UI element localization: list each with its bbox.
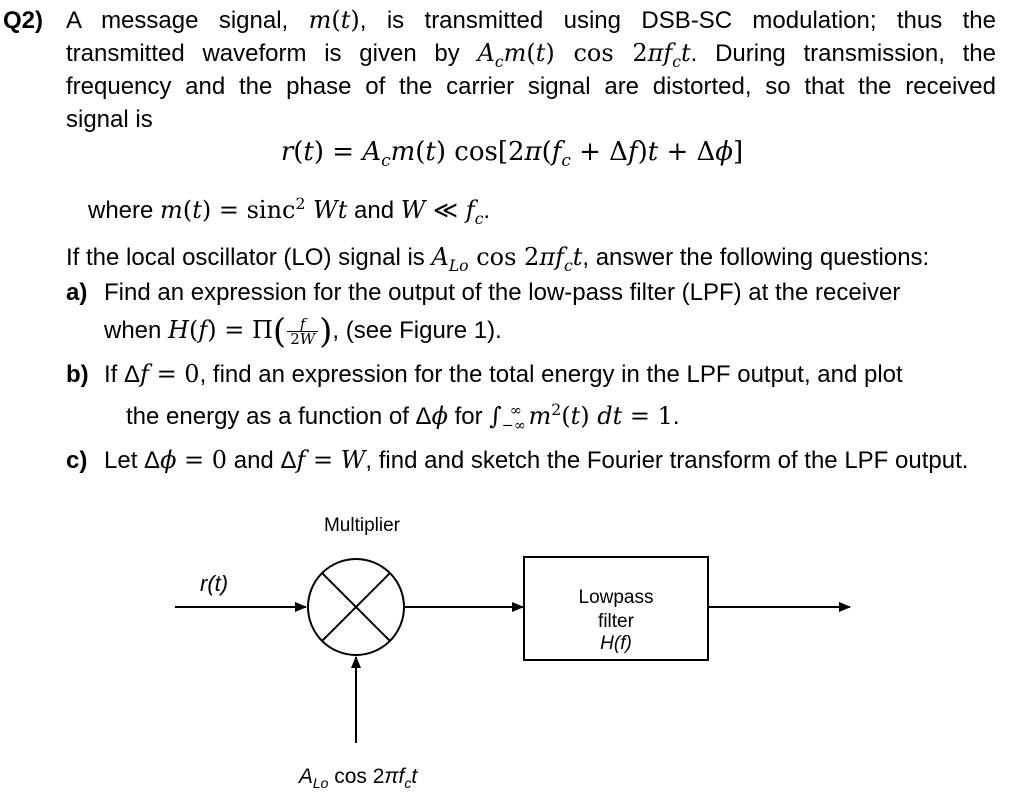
intro-line-1: A message signal, m(t), is transmitted u… [66,6,996,34]
part-a-label: a) [66,279,88,306]
filter-label-line-2: filter [598,611,635,632]
part-b-label: b) [66,361,89,388]
input-label: r(t) [200,571,228,596]
lo-label: ALo cos 2πfct [297,765,419,791]
part-b-line-2: the energy as a function of Δϕ for ∫−∞∞ … [126,401,680,434]
block-diagram: Multiplier r(t) Lowpass filter H(f) ALo … [175,515,851,791]
intro-line-2: transmitted waveform is given by Acm(t) … [66,39,996,71]
lowpass-filter-block [523,556,709,661]
part-c: c)Let Δϕ = 0 and Δf = W, find and sketch… [66,444,968,477]
part-b: b)If Δf = 0, find an expression for the … [66,358,903,391]
received-signal-equation: r(t) = Acm(t) cos[2π(fc + Δf)t + Δϕ] [280,137,744,171]
part-a-line-1: Find an expression for the output of the… [104,279,901,306]
multiplier-label: Multiplier [324,515,401,536]
question-label: Q2) [3,7,44,34]
filter-label-line-3: H(f) [600,633,632,654]
where-line: where m(t) = sinc2 Wt and W ≪ fc. [88,195,491,228]
multiplier-cross-2 [321,572,391,642]
lo-line: If the local oscillator (LO) signal is A… [66,243,930,275]
intro-line-4: signal is [66,106,153,133]
part-c-label: c) [66,447,88,474]
part-a: a) Find an expression for the output of t… [66,276,900,309]
intro-line-3: frequency and the phase of the carrier s… [66,73,996,100]
filter-label-line-1: Lowpass [579,587,654,608]
